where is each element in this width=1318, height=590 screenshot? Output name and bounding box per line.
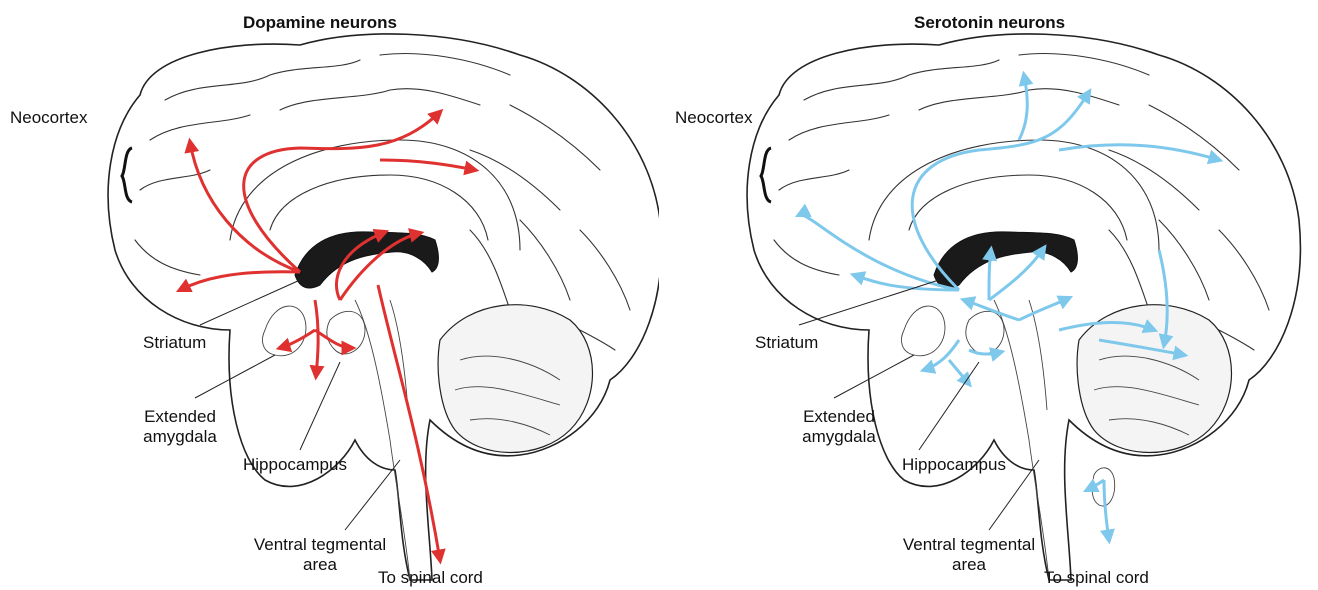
brain-outline	[747, 34, 1300, 580]
dopamine-panel: Dopamine neurons	[0, 0, 659, 590]
amygdala-label-line1: Extended	[789, 407, 889, 427]
cerebellum	[1077, 305, 1231, 453]
cerebellum	[438, 305, 592, 453]
vta-label-line1: Ventral tegmental	[230, 535, 410, 555]
spinal-cord-label: To spinal cord	[378, 568, 483, 588]
pathway-spinal-side	[1087, 480, 1104, 490]
neocortex-label: Neocortex	[675, 108, 752, 128]
dopamine-brain-illustration	[0, 0, 659, 590]
amygdala-label-line1: Extended	[130, 407, 230, 427]
serotonin-panel: Serotonin neurons	[659, 0, 1318, 590]
vta-label-line2: area	[879, 555, 1059, 575]
hippocampus-label: Hippocampus	[902, 455, 1006, 475]
serotonin-brain-illustration	[659, 0, 1318, 590]
pathway-spinal-cord	[1104, 480, 1109, 540]
vta-label-line1: Ventral tegmental	[879, 535, 1059, 555]
amygdala-label-line2: amygdala	[789, 427, 889, 447]
striatum-label: Striatum	[755, 333, 818, 353]
hippocampus-label: Hippocampus	[243, 455, 347, 475]
striatum-label: Striatum	[143, 333, 206, 353]
spinal-cord-label: To spinal cord	[1044, 568, 1149, 588]
vta-leader	[345, 460, 400, 530]
amygdala-label-line2: amygdala	[130, 427, 230, 447]
neocortex-label: Neocortex	[10, 108, 87, 128]
